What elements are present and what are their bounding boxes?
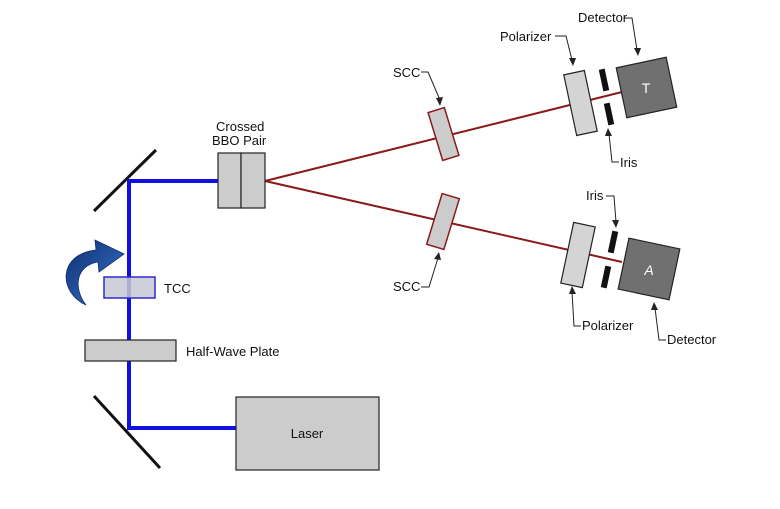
polarizer-top [563, 69, 598, 137]
detector-bottom-leader-arrowhead [651, 302, 658, 310]
scc-top-plate [427, 106, 460, 162]
detector-top-label: Detector [578, 10, 628, 25]
detector-top-leader-arrowhead [634, 48, 641, 56]
top-mirror [92, 148, 158, 213]
iris-bottom-leader-arrowhead [612, 220, 619, 228]
scc-bottom-leader-arrowhead [434, 252, 441, 260]
tcc-label: TCC [164, 281, 191, 296]
detector-top-leader [624, 17, 638, 51]
laser-label: Laser [291, 426, 324, 441]
detector-bottom-box [617, 237, 681, 301]
detector-top-box [615, 56, 678, 119]
iris-bottom-label: Iris [586, 188, 604, 203]
polarizer-top-leader [555, 35, 573, 61]
polarizer-top-label: Polarizer [500, 29, 552, 44]
iris-bottom-leader [606, 195, 617, 223]
iris-bottom-upper-blade [607, 230, 619, 254]
scc-bottom-label: SCC [393, 279, 420, 294]
half-wave-plate [84, 339, 177, 362]
polarizer-bottom-label: Polarizer [582, 318, 634, 333]
polarizer-top-leader-arrowhead [569, 58, 576, 66]
scc-top-leader [421, 71, 441, 101]
detector-bottom-letter: A [643, 262, 653, 278]
detector-top-letter: T [642, 80, 651, 96]
iris-top-upper-blade [598, 68, 610, 92]
polarizer-bottom [560, 221, 596, 289]
curved-rotation-arrow-icon [65, 239, 125, 306]
polarizer-bottom-leader [571, 291, 581, 327]
pump-beam [127, 179, 236, 430]
half-wave-plate-label: Half-Wave Plate [186, 344, 279, 359]
iris-bottom-lower-blade [600, 265, 612, 289]
iris-top-leader [608, 133, 619, 163]
iris-top-leader-arrowhead [605, 128, 612, 136]
scc-top-leader-arrowhead [436, 97, 443, 106]
laser-box [235, 396, 380, 471]
detector-bottom-label: Detector [667, 332, 717, 347]
tcc-plate [103, 276, 156, 299]
bottom-mirror [92, 394, 162, 470]
bbo-label-line1: Crossed [216, 119, 264, 134]
scc-bottom-leader [421, 257, 439, 288]
bbo-crystal-right [240, 152, 266, 209]
iris-top-label: Iris [620, 155, 638, 170]
polarizer-bottom-leader-arrowhead [569, 286, 576, 294]
bbo-crystal-left [217, 152, 242, 209]
iris-top-lower-blade [603, 102, 615, 126]
detector-bottom-leader [654, 307, 666, 341]
scc-bottom-plate [425, 192, 461, 251]
bbo-label-line2: BBO Pair [212, 133, 267, 148]
scc-top-label: SCC [393, 65, 420, 80]
